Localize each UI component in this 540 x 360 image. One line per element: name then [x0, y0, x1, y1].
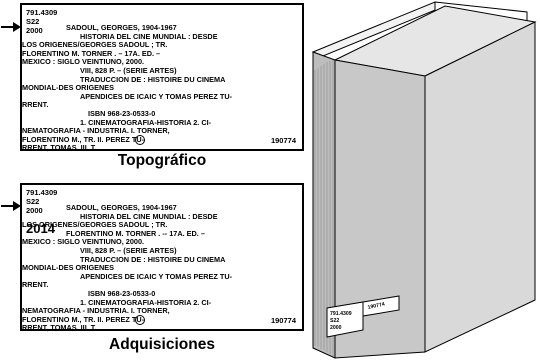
card-line: APENDICES DE ICAIC Y TOMAS PEREZ TU-	[80, 271, 233, 281]
card-line: APENDICES DE ICAIC Y TOMAS PEREZ TU-	[80, 91, 233, 101]
card-line: FLORENTINO M., TR. II. PEREZ TU-	[22, 134, 145, 144]
book-label-cutter: S22	[330, 318, 339, 324]
catalog-card-topografico: 791.4309 S22 2000 SADOUL, GEORGES, 1904-…	[20, 3, 304, 153]
call-number-class: 791.4309	[26, 8, 58, 17]
call-number-year: 2000	[26, 206, 43, 215]
catalog-card-adquisiciones: 791.4309 S22 2000 2014 SADOUL, GEORGES, …	[20, 183, 304, 333]
caption-topografico: Topográfico	[117, 152, 207, 169]
card-line: NEMATOGRAFIA - INDUSTRIA. I. TORNER,	[22, 306, 170, 316]
caption-adquisiciones: Adquisiciones	[109, 336, 215, 353]
card-line: 1. CINEMATOGRAFIA-HISTORIA 2. CI-	[80, 117, 212, 127]
card-line: SADOUL, GEORGES, 1904-1967	[66, 23, 177, 32]
card-line: FLORENTINO M. TORNER . -- 17A. ED. –	[66, 228, 205, 238]
inventory-number: 190774	[270, 316, 296, 325]
card-line: LOS ORIGENES/GEORGES SADOUL ; TR.	[22, 40, 168, 50]
card-punch-hole	[135, 135, 145, 145]
card-line: TRADUCCION DE : HISTOIRE DU CINEMA	[80, 74, 226, 84]
card-line: VIII, 828 P. – (SERIE ARTES)	[80, 245, 177, 255]
book-label-class: 791.4309	[330, 311, 352, 317]
book-label-inventory: 190774	[367, 301, 385, 310]
card-line: SADOUL, GEORGES, 1904-1967	[66, 203, 177, 212]
card-line: 1. CINEMATOGRAFIA-HISTORIA 2. CI-	[80, 297, 212, 307]
book-label-year: 2000	[330, 325, 342, 331]
card-entry-text: SADOUL, GEORGES, 1904-1967 HISTORIA DEL …	[22, 23, 296, 153]
card-line: FLORENTINO M. TORNER . – 17A. ED. –	[22, 48, 161, 58]
inventory-number: 190774	[270, 136, 296, 145]
card-line: VIII, 828 P. – (SERIE ARTES)	[80, 65, 177, 75]
card-line: RRENT, TOMAS. III. T.	[22, 323, 97, 333]
card-line: LOS ORIGENES/GEORGES SADOUL ; TR.	[22, 220, 168, 230]
book-illustration: 791.4309 S22 2000 190774	[311, 1, 537, 359]
card-line: TRADUCCION DE : HISTOIRE DU CINEMA	[80, 254, 226, 264]
card-line: MONDIAL-DES ORIGENES	[22, 83, 115, 93]
arrow-right-icon	[1, 22, 21, 32]
call-number-cutter: S22	[26, 17, 40, 26]
call-number-cutter: S22	[26, 197, 40, 206]
card-line: MONDIAL-DES ORIGENES	[22, 263, 115, 273]
acquisition-year-stamp: 2014	[26, 221, 55, 236]
call-number-year: 2000	[26, 26, 43, 35]
card-line: NEMATOGRAFIA - INDUSTRIA. I. TORNER,	[22, 126, 170, 136]
card-line: HISTORIA DEL CINE MUNDIAL : DESDE	[80, 211, 218, 221]
card-punch-hole	[135, 315, 145, 325]
card-line: RRENT.	[22, 280, 49, 290]
card-line: RRENT, TOMAS. III. T.	[22, 143, 97, 153]
card-line: RRENT.	[22, 100, 49, 110]
call-number: 791.4309 S22 2000	[26, 8, 57, 35]
call-number-class: 791.4309	[26, 188, 58, 197]
card-line: ISBN 968-23-0533-0	[88, 108, 156, 118]
card-line: FLORENTINO M., TR. II. PEREZ TU-	[22, 314, 145, 324]
card-line: HISTORIA DEL CINE MUNDIAL : DESDE	[80, 31, 218, 41]
arrow-right-icon	[1, 201, 21, 211]
card-line: MEXICO : SIGLO VEINTIUNO, 2000.	[22, 237, 145, 247]
card-entry-text: SADOUL, GEORGES, 1904-1967 HISTORIA DEL …	[22, 203, 296, 333]
card-line: MEXICO : SIGLO VEINTIUNO, 2000.	[22, 57, 145, 67]
card-line: ISBN 968-23-0533-0	[88, 288, 156, 298]
call-number: 791.4309 S22 2000	[26, 188, 57, 215]
